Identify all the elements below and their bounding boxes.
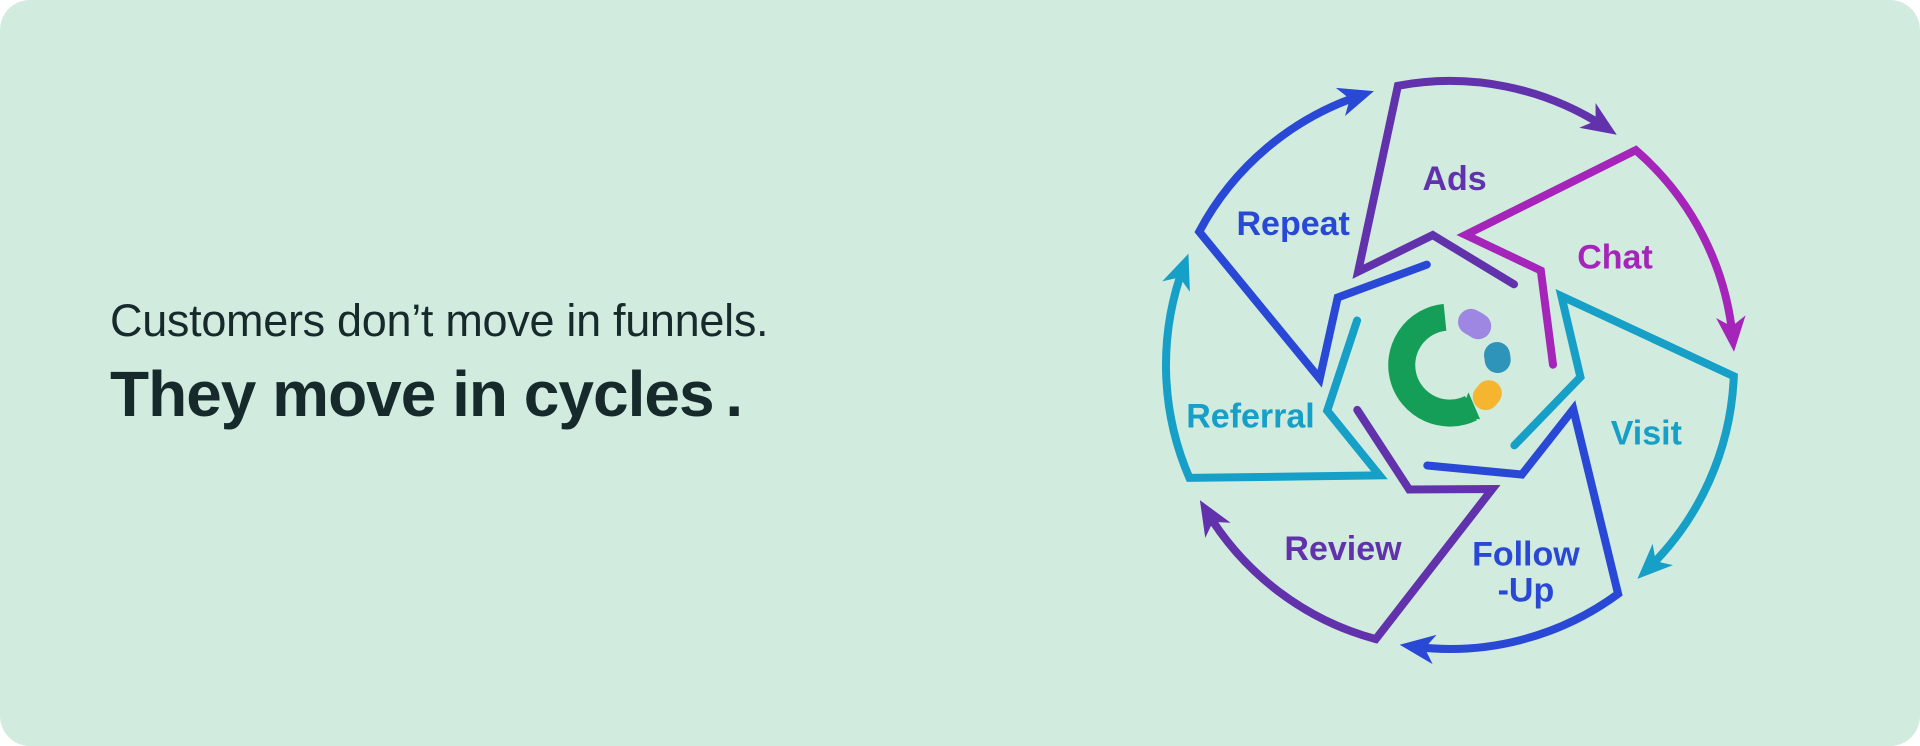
stage-label-repeat: Repeat <box>1237 205 1350 243</box>
stage-label-visit: Visit <box>1611 415 1682 453</box>
stage-label-review: Review <box>1284 530 1402 568</box>
logo-dash-teal <box>1484 342 1511 373</box>
blade-visit <box>1510 289 1738 579</box>
blade-chat <box>1456 145 1746 369</box>
headline: Customers don’t move in funnels. They mo… <box>110 294 769 431</box>
blade-follow-up <box>1399 400 1623 665</box>
logo-arc-green <box>1388 303 1477 427</box>
logo-green-tail <box>1458 392 1481 420</box>
logo-dash-lavender <box>1458 308 1492 340</box>
stage-label-referral: Referral <box>1186 397 1315 435</box>
center-logo <box>1388 303 1511 427</box>
blade-ads <box>1352 76 1617 289</box>
blade-review <box>1199 405 1501 644</box>
stage-label-ads: Ads <box>1422 160 1486 198</box>
logo-dash-amber <box>1472 380 1502 411</box>
headline-line1: Customers don’t move in funnels. <box>110 295 769 346</box>
blade-repeat <box>1194 87 1431 388</box>
stage-label-follow-up: Follow-Up <box>1472 535 1580 609</box>
headline-line2: They move in cycles . <box>110 357 743 430</box>
stage-label-chat: Chat <box>1577 238 1653 276</box>
blade-referral <box>1162 253 1388 482</box>
